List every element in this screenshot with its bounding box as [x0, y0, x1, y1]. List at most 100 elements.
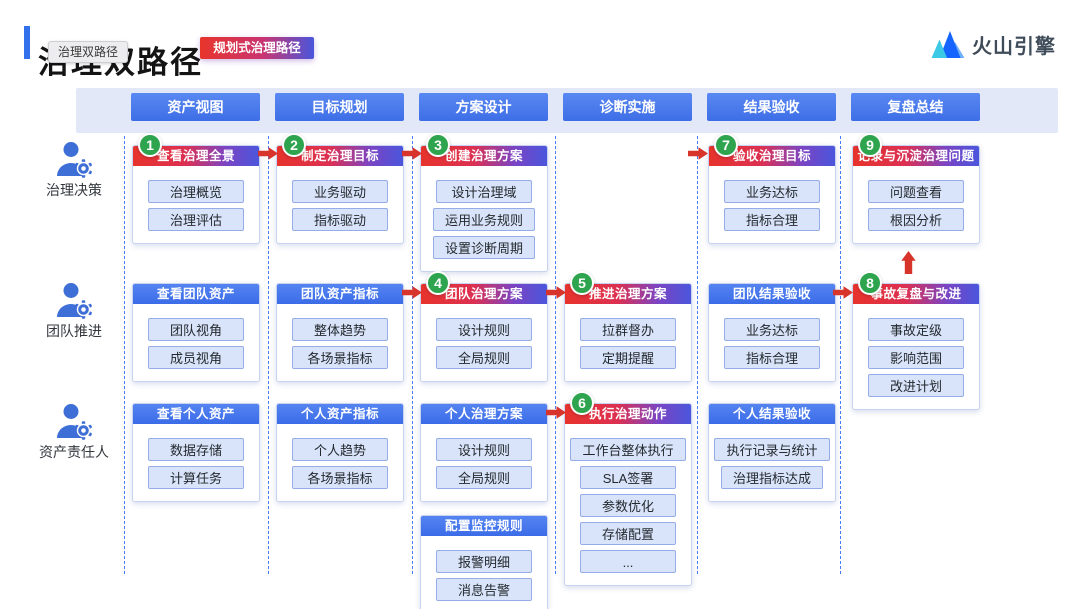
- node-title: 配置监控规则: [421, 516, 547, 536]
- column-header-review-summary: 复盘总结: [851, 93, 980, 121]
- column-divider-dashed: [840, 136, 841, 574]
- node-team-result-acceptance: 团队结果验收 业务达标 指标合理: [708, 283, 836, 382]
- node-title: 团队结果验收: [709, 284, 835, 304]
- node-item: 消息告警: [436, 578, 532, 601]
- node-item: 整体趋势: [292, 318, 388, 341]
- node-title: 个人治理方案: [421, 404, 547, 424]
- column-divider-dashed: [697, 136, 698, 574]
- column-header-plan-design: 方案设计: [419, 93, 548, 121]
- flow-arrow-right: [546, 286, 566, 299]
- node-item: 团队视角: [148, 318, 244, 341]
- node-item: 成员视角: [148, 346, 244, 369]
- node-create-governance-plan: 3 创建治理方案 设计治理域 运用业务规则 设置诊断周期: [420, 133, 548, 272]
- user-gear-icon: [57, 142, 92, 178]
- node-item: 全局规则: [436, 346, 532, 369]
- node-title: 事故复盘与改进: [853, 284, 979, 304]
- flow-arrow-right: [688, 147, 708, 160]
- step-number-badge: 2: [282, 133, 306, 157]
- node-item: 计算任务: [148, 466, 244, 489]
- node-item: 治理评估: [148, 208, 244, 231]
- volcano-mountains-icon: [931, 31, 965, 58]
- node-item: 指标合理: [724, 346, 820, 369]
- role-governance-decision: 治理决策: [24, 141, 124, 200]
- node-title: 个人资产指标: [277, 404, 403, 424]
- node-item: 各场景指标: [292, 466, 388, 489]
- flow-arrow-right: [546, 406, 566, 419]
- step-number-badge: 1: [138, 133, 162, 157]
- node-item: 全局规则: [436, 466, 532, 489]
- node-view-team-assets: 查看团队资产 团队视角 成员视角: [132, 283, 260, 382]
- node-title: 查看团队资产: [133, 284, 259, 304]
- node-title: 推进治理方案: [565, 284, 691, 304]
- step-number-badge: 7: [714, 133, 738, 157]
- node-item: 指标合理: [724, 208, 820, 231]
- role-label: 团队推进: [46, 323, 102, 339]
- node-item: 报警明细: [436, 550, 532, 573]
- node-view-governance-overview: 1 查看治理全景 治理概览 治理评估: [132, 133, 260, 244]
- node-accept-governance-goals: 7 验收治理目标 业务达标 指标合理: [708, 133, 836, 244]
- brand-logo: 火山引擎: [931, 30, 1056, 59]
- column-header-asset-view: 资产视图: [131, 93, 260, 121]
- node-item: 运用业务规则: [432, 208, 535, 231]
- column-divider-dashed: [268, 136, 269, 574]
- node-item: 业务达标: [724, 318, 820, 341]
- node-title: 制定治理目标: [277, 146, 403, 166]
- node-item: 设置诊断周期: [432, 236, 535, 259]
- node-record-governance-issues: 9 记录与沉淀治理问题 问题查看 根因分析: [852, 133, 980, 244]
- node-item: 影响范围: [868, 346, 964, 369]
- column-header-result-acceptance: 结果验收: [707, 93, 836, 121]
- node-item: 参数优化: [580, 494, 676, 517]
- node-title: 团队资产指标: [277, 284, 403, 304]
- step-number-badge: 9: [858, 133, 882, 157]
- node-item: 工作台整体执行: [570, 438, 686, 461]
- node-title: 创建治理方案: [421, 146, 547, 166]
- step-number-badge: 3: [426, 133, 450, 157]
- node-team-asset-metrics: 团队资产指标 整体趋势 各场景指标: [276, 283, 404, 382]
- node-item: 设计规则: [436, 318, 532, 341]
- column-divider-dashed: [412, 136, 413, 574]
- flow-arrow-right: [833, 286, 853, 299]
- node-item: 各场景指标: [292, 346, 388, 369]
- node-personal-governance-plan: 个人治理方案 设计规则 全局规则: [420, 403, 548, 502]
- node-item: SLA签署: [580, 466, 676, 489]
- flow-arrow-right: [258, 147, 278, 160]
- node-item: 改进计划: [868, 374, 964, 397]
- node-item: 治理指标达成: [720, 466, 823, 489]
- node-item: 设计治理域: [436, 180, 532, 203]
- column-divider-dashed: [555, 136, 556, 574]
- node-title: 执行治理动作: [565, 404, 691, 424]
- node-item: 存储配置: [580, 522, 676, 545]
- node-personal-asset-metrics: 个人资产指标 个人趋势 各场景指标: [276, 403, 404, 502]
- user-gear-icon: [57, 283, 92, 319]
- node-item: 执行记录与统计: [714, 438, 830, 461]
- node-view-personal-assets: 查看个人资产 数据存储 计算任务: [132, 403, 260, 502]
- node-item: 治理概览: [148, 180, 244, 203]
- node-title: 查看个人资产: [133, 404, 259, 424]
- node-execute-governance-actions: 6 执行治理动作 工作台整体执行 SLA签署 参数优化 存储配置 ...: [564, 391, 692, 586]
- node-incident-review-improvement: 8 事故复盘与改进 事故定级 影响范围 改进计划: [852, 271, 980, 410]
- title-accent-bar: [24, 26, 30, 59]
- node-title: 验收治理目标: [709, 146, 835, 166]
- node-item: 业务达标: [724, 180, 820, 203]
- node-title: 个人结果验收: [709, 404, 835, 424]
- node-item: 个人趋势: [292, 438, 388, 461]
- node-title: 查看治理全景: [133, 146, 259, 166]
- node-item: 定期提醒: [580, 346, 676, 369]
- node-personal-result-acceptance: 个人结果验收 执行记录与统计 治理指标达成: [708, 403, 836, 502]
- column-header-goal-planning: 目标规划: [275, 93, 404, 121]
- node-team-governance-plan: 4 团队治理方案 设计规则 全局规则: [420, 271, 548, 382]
- node-item: 数据存储: [148, 438, 244, 461]
- node-advance-governance-plan: 5 推进治理方案 拉群督办 定期提醒: [564, 271, 692, 382]
- node-item: 事故定级: [868, 318, 964, 341]
- column-divider-dashed: [124, 136, 125, 574]
- column-header-diagnosis-implementation: 诊断实施: [563, 93, 692, 121]
- planned-path-badge[interactable]: 规划式治理路径: [200, 37, 314, 59]
- role-label: 资产责任人: [39, 444, 109, 460]
- user-gear-icon: [57, 404, 92, 440]
- node-configure-monitor-rules: 配置监控规则 报警明细 消息告警: [420, 515, 548, 609]
- node-item: 根因分析: [868, 208, 964, 231]
- node-item: 问题查看: [868, 180, 964, 203]
- node-item: ...: [580, 550, 676, 573]
- step-number-badge: 6: [570, 391, 594, 415]
